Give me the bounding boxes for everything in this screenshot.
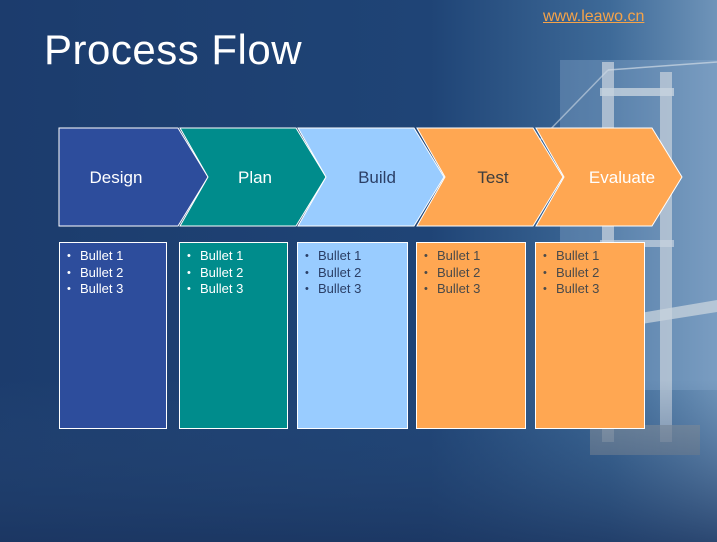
bullet-item: Bullet 1 [187, 248, 281, 265]
bullet-item: Bullet 2 [67, 265, 160, 282]
bullet-item: Bullet 2 [187, 265, 281, 282]
bullet-list: Bullet 1 Bullet 2 Bullet 3 [423, 248, 519, 298]
bullet-list: Bullet 1 Bullet 2 Bullet 3 [186, 248, 281, 298]
bullet-box-plan: Bullet 1 Bullet 2 Bullet 3 [179, 242, 288, 429]
chevron-build[interactable] [297, 127, 445, 227]
chevron-test[interactable] [416, 127, 564, 227]
step-label-build: Build [358, 168, 396, 187]
bullet-list: Bullet 1 Bullet 2 Bullet 3 [66, 248, 160, 298]
bullet-item: Bullet 1 [543, 248, 638, 265]
bullet-item: Bullet 1 [67, 248, 160, 265]
step-label-design: Design [89, 168, 143, 187]
bullet-item: Bullet 3 [67, 281, 160, 298]
website-link[interactable]: www.leawo.cn [543, 8, 645, 25]
bullet-item: Bullet 3 [424, 281, 519, 298]
bullet-item: Bullet 2 [543, 265, 638, 282]
bullet-box-test: Bullet 1 Bullet 2 Bullet 3 [416, 242, 526, 429]
step-label-plan: Plan [237, 168, 273, 187]
bullet-list: Bullet 1 Bullet 2 Bullet 3 [542, 248, 638, 298]
bullet-box-evaluate: Bullet 1 Bullet 2 Bullet 3 [535, 242, 645, 429]
bullet-item: Bullet 2 [305, 265, 401, 282]
bullet-item: Bullet 1 [424, 248, 519, 265]
bullet-box-build: Bullet 1 Bullet 2 Bullet 3 [297, 242, 408, 429]
bullet-box-design: Bullet 1 Bullet 2 Bullet 3 [59, 242, 167, 429]
chevron-design[interactable] [58, 127, 209, 227]
bullet-list: Bullet 1 Bullet 2 Bullet 3 [304, 248, 401, 298]
bullet-item: Bullet 3 [305, 281, 401, 298]
step-label-test: Test [477, 168, 509, 187]
step-label-evaluate: Evaluate [588, 168, 656, 187]
chevron-evaluate[interactable] [535, 127, 683, 227]
page-title: Process Flow [44, 26, 303, 73]
bullet-item: Bullet 1 [305, 248, 401, 265]
bullet-item: Bullet 2 [424, 265, 519, 282]
bullet-item: Bullet 3 [187, 281, 281, 298]
bullet-item: Bullet 3 [543, 281, 638, 298]
chevron-plan[interactable] [179, 127, 327, 227]
